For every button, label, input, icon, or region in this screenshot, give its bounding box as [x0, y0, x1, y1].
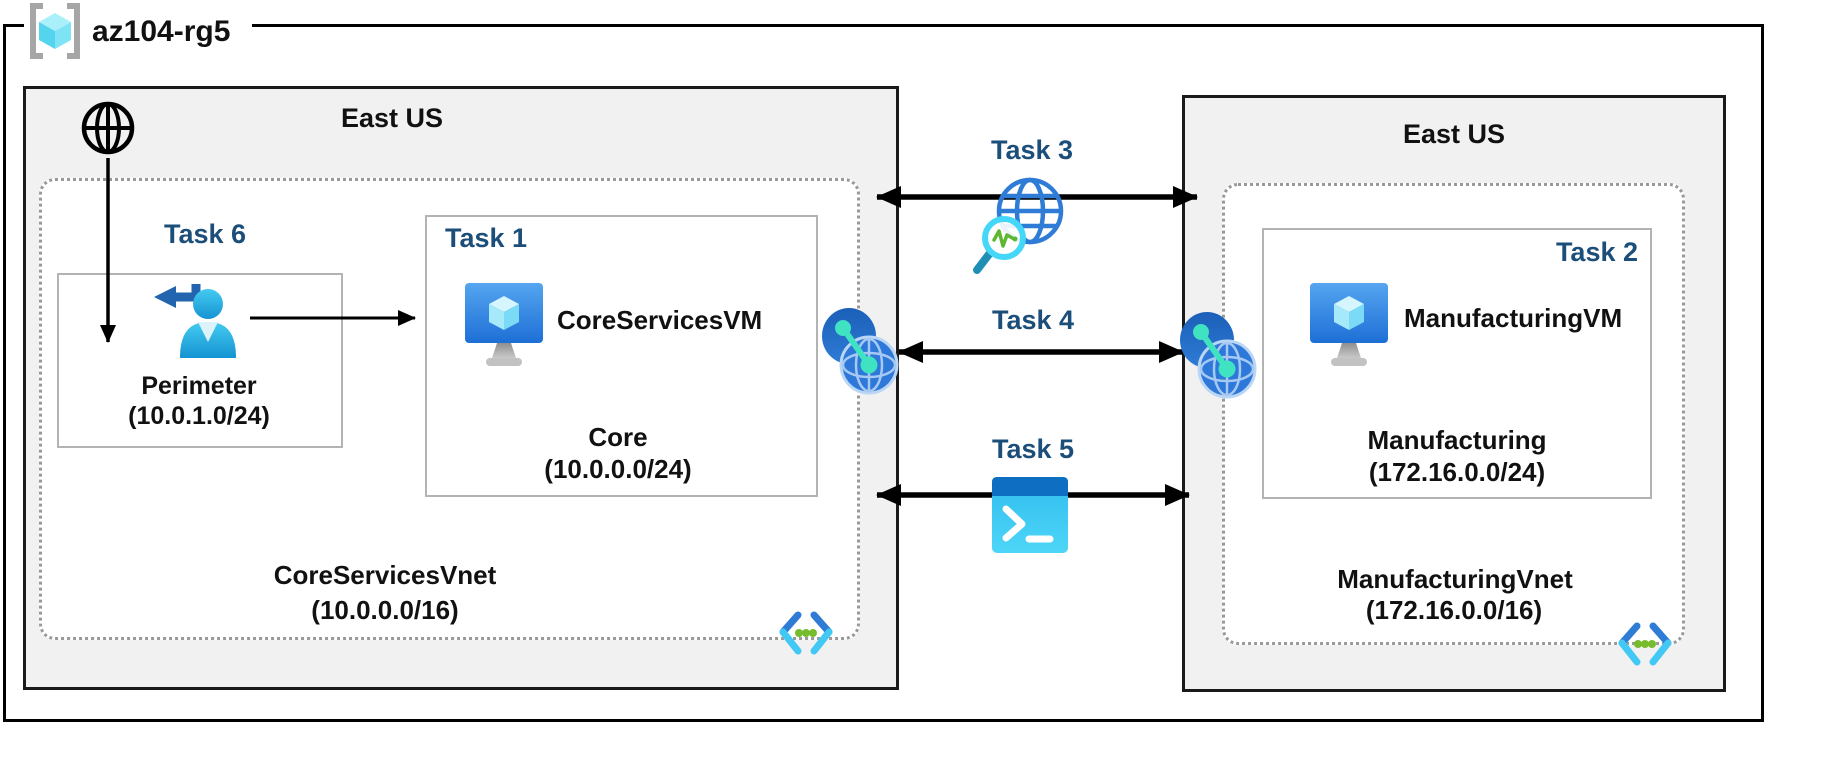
manufacturing-subnet-name: Manufacturing: [1367, 425, 1547, 455]
region-label-left: East US: [340, 103, 444, 133]
task4-label: Task 4: [991, 305, 1075, 335]
core-services-vnet-name: CoreServicesVnet: [273, 560, 497, 590]
perimeter-subnet-name: Perimeter: [141, 372, 257, 400]
virtual-machine-icon: [1310, 283, 1388, 366]
core-subnet-cidr: (10.0.0.0/24): [544, 454, 692, 484]
core-services-vnet-cidr: (10.0.0.0/16): [311, 595, 459, 625]
network-watcher-icon: [973, 177, 1064, 274]
resource-group-icon: [30, 3, 80, 59]
manufacturing-vnet-name: ManufacturingVnet: [1337, 564, 1573, 594]
core-services-vm-name: CoreServicesVM: [557, 305, 763, 335]
virtual-machine-icon: [465, 283, 543, 366]
task6-label: Task 6: [163, 219, 247, 249]
task2-box: [1262, 228, 1652, 499]
task3-label: Task 3: [990, 135, 1074, 165]
perimeter-subnet-cidr: (10.0.1.0/24): [128, 402, 270, 430]
vnet-peering-icon: [822, 308, 899, 395]
virtual-network-icon: [779, 611, 833, 655]
user-sign-in-icon: [154, 284, 236, 358]
task2-label: Task 2: [1555, 237, 1638, 267]
resource-group-label: az104-rg5: [92, 15, 231, 48]
cloud-shell-icon: [992, 477, 1068, 553]
task5-label: Task 5: [991, 434, 1075, 464]
internet-globe-icon: [81, 101, 135, 155]
manufacturing-vnet-cidr: (172.16.0.0/16): [1365, 595, 1543, 625]
virtual-network-icon: [1618, 622, 1672, 666]
vnet-peering-icon: [1180, 312, 1257, 399]
manufacturing-vm-name: ManufacturingVM: [1404, 303, 1623, 333]
core-subnet-name: Core: [588, 422, 648, 452]
manufacturing-subnet-cidr: (172.16.0.0/24): [1368, 457, 1546, 487]
task1-label: Task 1: [445, 223, 528, 253]
region-label-right: East US: [1402, 119, 1506, 149]
task1-box: [425, 215, 818, 497]
